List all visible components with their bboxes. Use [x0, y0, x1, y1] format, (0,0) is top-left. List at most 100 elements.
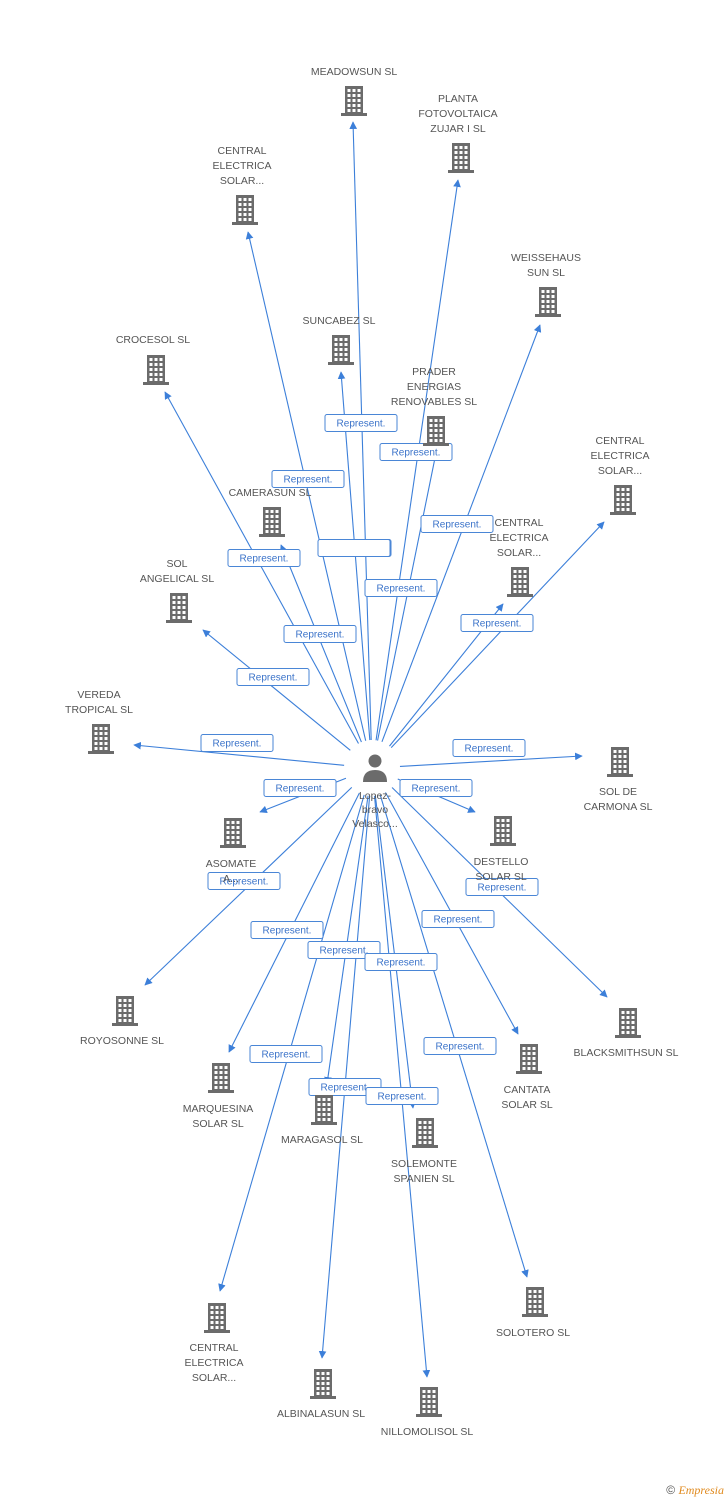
company-node-sol-de-carmona[interactable]: SOL DE CARMONA SL	[584, 747, 653, 813]
edge-label-solemonte[interactable]: Represent.	[364, 953, 438, 971]
edge-label-text: Represent.	[433, 520, 482, 531]
company-node-maragasol[interactable]: MARAGASOL SL	[281, 1095, 363, 1146]
edge-label-camerasun[interactable]: Represent.	[283, 625, 357, 643]
person-icon	[363, 754, 387, 782]
company-name-line: CAMERASUN SL	[229, 487, 312, 499]
company-name-line: MEADOWSUN SL	[311, 66, 398, 78]
company-node-suncabez[interactable]: SUNCABEZ SL	[303, 315, 376, 365]
edge-label-planta-fotovoltaica[interactable]: Represent.	[379, 443, 453, 461]
building-icon	[535, 287, 561, 317]
company-name-line: PLANTA	[438, 93, 478, 105]
edge-label-central-electrica-2[interactable]: Represent.	[460, 614, 534, 632]
person-node[interactable]: Lopez-bravoVelasco...	[352, 754, 398, 831]
edge-label-blacksmithsun[interactable]: Represent.	[465, 878, 539, 896]
building-icon	[328, 335, 354, 365]
edge-label-nillomolisol[interactable]: Represent.	[365, 1087, 439, 1105]
company-name-line: SOL	[166, 558, 187, 570]
company-node-asomate[interactable]: ASOMATEA...	[206, 818, 257, 885]
edge-label-text: Represent.	[434, 915, 483, 926]
company-node-nillomolisol[interactable]: NILLOMOLISOL SL	[381, 1387, 474, 1438]
building-icon	[516, 1044, 542, 1074]
company-name-line: A...	[223, 873, 239, 885]
company-node-central-electrica-4[interactable]: CENTRALELECTRICASOLAR...	[185, 1303, 244, 1384]
edge-label-sol-angelical[interactable]: Represent.	[236, 668, 310, 686]
edge-labels-layer: Represent. Represent. Represent. Represent.…	[200, 414, 539, 1105]
company-name-line: CARMONA SL	[584, 801, 653, 813]
edge-label-marquesina[interactable]: Represent.	[250, 921, 324, 939]
edge-label-text: Represent.	[240, 554, 289, 565]
company-node-blacksmithsun[interactable]: BLACKSMITHSUN SL	[573, 1008, 679, 1059]
edge-label-sol-de-carmona[interactable]: Represent.	[452, 739, 526, 757]
building-icon	[143, 355, 169, 385]
building-icon	[204, 1303, 230, 1333]
edge-label-royosonne[interactable]: Represent.	[207, 872, 281, 890]
edge-label-destello[interactable]: Represent.	[399, 779, 473, 797]
building-icon	[220, 818, 246, 848]
company-node-central-electrica-3[interactable]: CENTRALELECTRICASOLAR...	[490, 517, 549, 597]
company-node-camerasun[interactable]: CAMERASUN SL	[229, 487, 312, 537]
company-node-central-electrica-2[interactable]: CENTRALELECTRICASOLAR...	[591, 435, 650, 515]
company-name-line: CENTRAL	[217, 145, 266, 157]
building-icon	[341, 86, 367, 116]
edge-label-text: Represent.	[296, 630, 345, 641]
edge-label-text: Represent.	[412, 784, 461, 795]
edge-label-suncabez[interactable]: Represent.	[324, 414, 398, 432]
building-icon	[166, 593, 192, 623]
edge-label-asomate[interactable]: Represent.	[263, 779, 337, 797]
building-icon	[615, 1008, 641, 1038]
company-node-sol-angelical[interactable]: SOL ANGELICAL SL	[140, 558, 214, 623]
edge-label-central-electrica-4[interactable]: Represent.	[249, 1045, 323, 1063]
company-node-meadowsun[interactable]: MEADOWSUN SL	[311, 66, 398, 116]
edge-label-text: Represent.	[478, 883, 527, 894]
edge-label-text: Represent.	[276, 784, 325, 795]
footer-brand: © Empresia	[666, 1483, 724, 1498]
edge-label-vereda-tropical[interactable]: Represent.	[200, 734, 274, 752]
edge-label-cantata[interactable]: Represent.	[421, 910, 495, 928]
company-name-line: ANGELICAL SL	[140, 573, 214, 585]
edge-prader	[377, 452, 437, 741]
company-node-royosonne[interactable]: ROYOSONNE SL	[80, 996, 164, 1047]
edge-maragasol	[324, 795, 369, 1085]
company-node-albinalasun[interactable]: ALBINALASUN SL	[277, 1369, 365, 1420]
company-name-line: CROCESOL SL	[116, 334, 190, 346]
edge-label-weissehaus[interactable]: Represent.	[420, 515, 494, 533]
building-icon	[610, 485, 636, 515]
edge-label-maragasol[interactable]: Represent.	[307, 941, 381, 959]
company-name-line: SOLAR...	[220, 175, 264, 187]
company-name-line: ELECTRICA	[490, 532, 549, 544]
edge-marquesina	[228, 792, 360, 1053]
edge-label-central-electrica-1[interactable]: Represent.	[271, 470, 345, 488]
company-node-solotero[interactable]: SOLOTERO SL	[496, 1287, 570, 1339]
company-node-central-electrica-1[interactable]: CENTRALELECTRICASOLAR...	[213, 145, 272, 225]
edge-label-text: Represent.	[377, 958, 426, 969]
company-node-crocesol[interactable]: CROCESOL SL	[116, 334, 190, 385]
edge-solemonte	[374, 795, 416, 1109]
edge-label-crocesol[interactable]: Represent.	[227, 549, 301, 567]
building-icon	[259, 507, 285, 537]
company-name-line: ALBINALASUN SL	[277, 1408, 365, 1420]
company-name-line: SPANIEN SL	[393, 1173, 454, 1185]
building-icon	[208, 1063, 234, 1093]
edge-solotero	[379, 794, 529, 1278]
building-icon	[507, 567, 533, 597]
edge-label-solotero[interactable]: Represent.	[423, 1037, 497, 1055]
edge-label-text: Represent.	[473, 619, 522, 630]
edge-label-meadowsun[interactable]	[317, 539, 391, 557]
edge-label-central-electrica-3[interactable]: Represent.	[364, 579, 438, 597]
company-name-line: ELECTRICA	[591, 450, 650, 462]
copyright-symbol: ©	[666, 1483, 676, 1497]
company-name-line: SOL DE	[599, 786, 637, 798]
edge-label-text: Represent.	[320, 946, 369, 957]
edge-label-text: Represent.	[378, 1092, 427, 1103]
edge-crocesol	[164, 391, 359, 744]
company-name-line: FOTOVOLTAICA	[418, 108, 497, 120]
